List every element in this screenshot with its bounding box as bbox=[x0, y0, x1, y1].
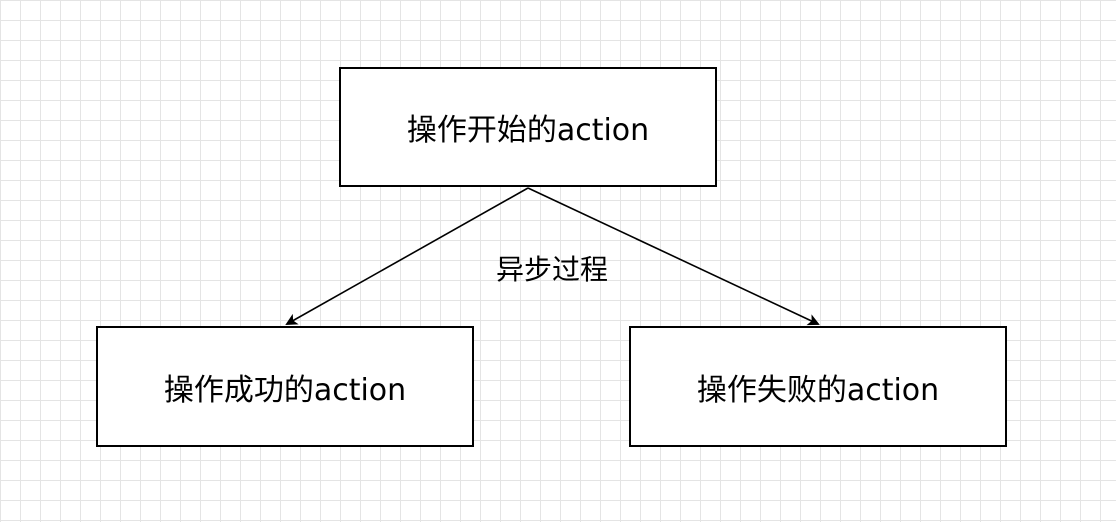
node-success-action[interactable]: 操作成功的action bbox=[96, 326, 474, 447]
edge-start-to-failure[interactable] bbox=[527, 187, 820, 326]
edge-label-async-process: 异步过程 bbox=[495, 253, 608, 286]
node-start-action[interactable]: 操作开始的action bbox=[339, 67, 717, 187]
node-success-label: 操作成功的action bbox=[163, 372, 407, 408]
node-failure-action[interactable]: 操作失败的action bbox=[629, 326, 1007, 447]
node-failure-label: 操作失败的action bbox=[696, 372, 940, 408]
edge-start-to-success[interactable] bbox=[285, 187, 529, 325]
node-start-label: 操作开始的action bbox=[406, 113, 650, 148]
